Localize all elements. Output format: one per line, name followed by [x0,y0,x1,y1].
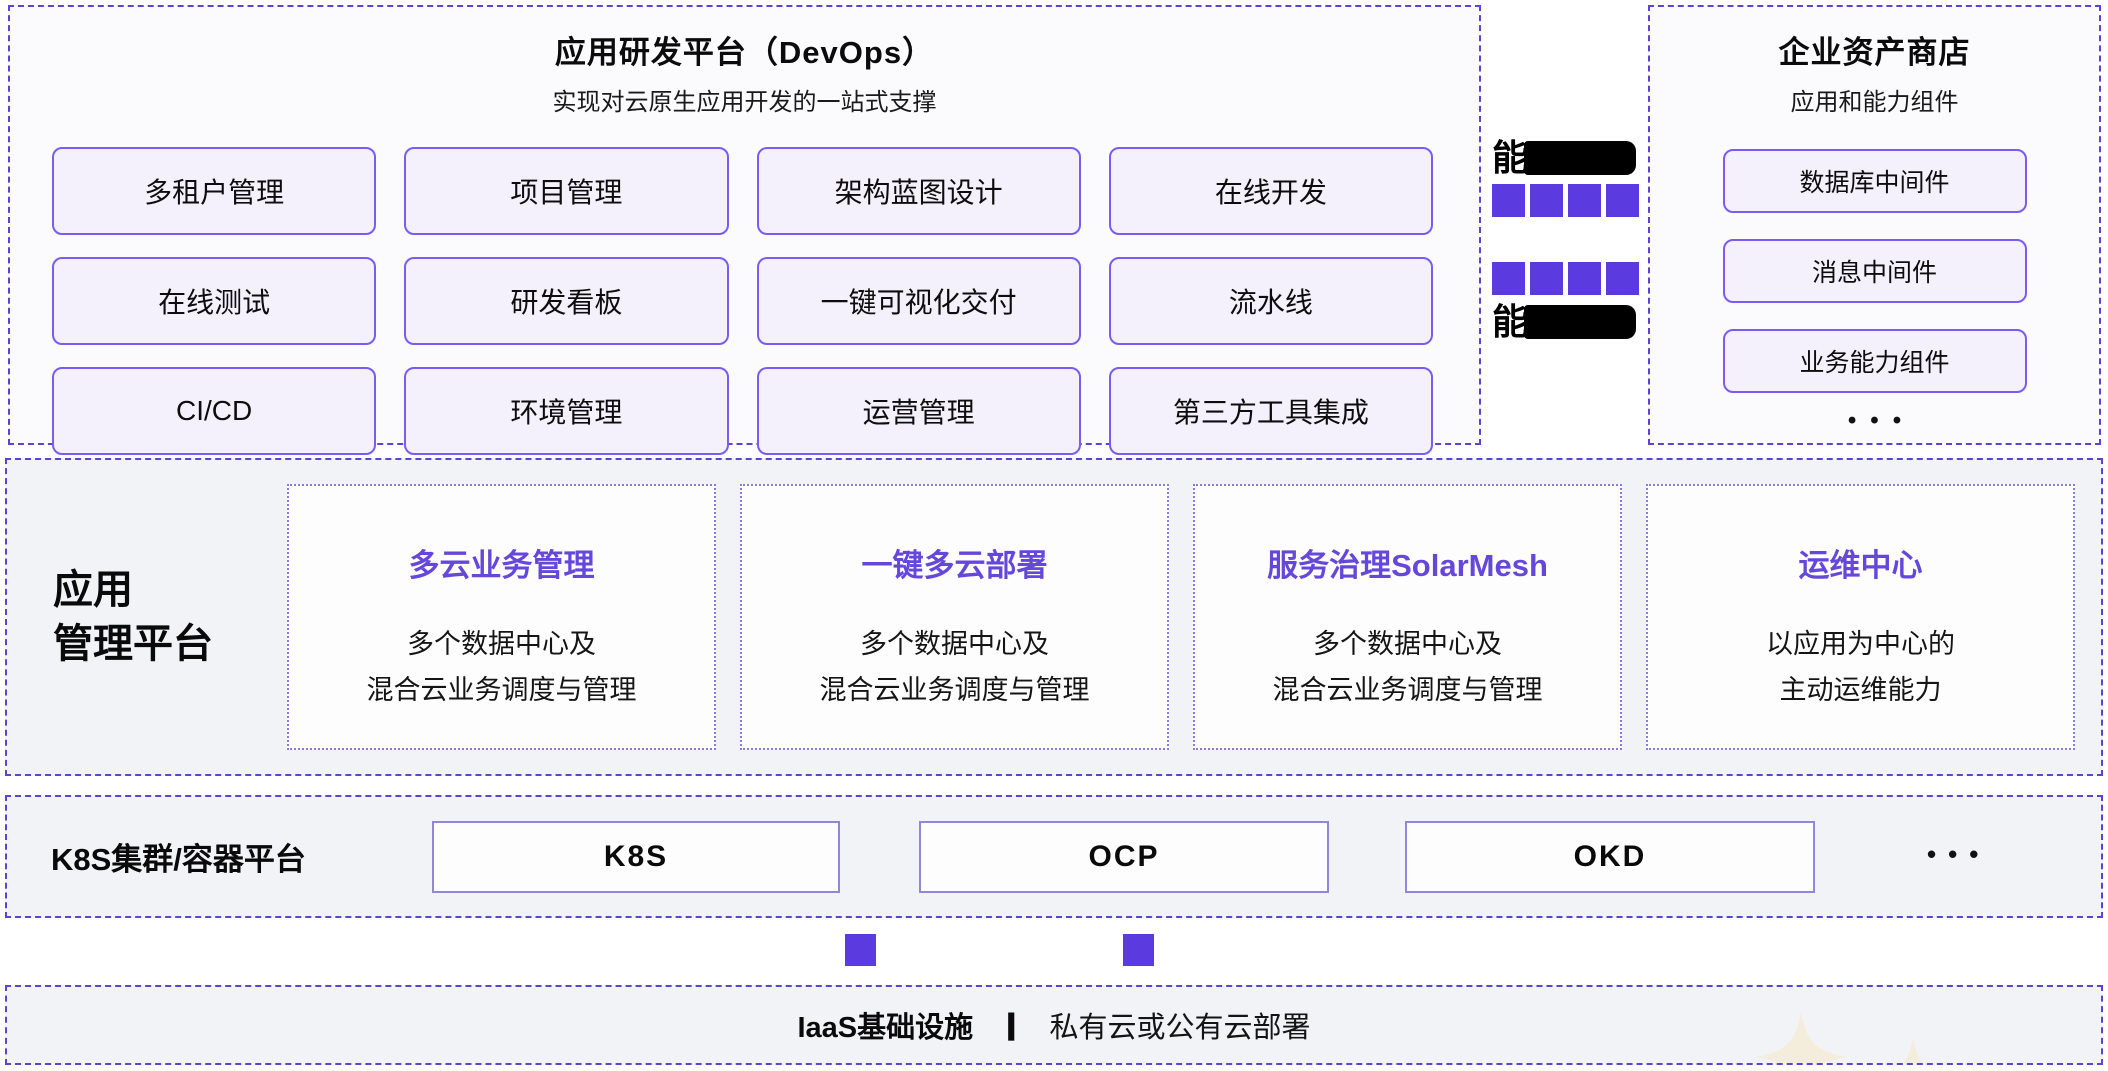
redacted-label-char: 能 [1492,301,1529,342]
asset-panel-title: 企业资产商店 [1778,35,1971,70]
asset-store-panel: 企业资产商店 应用和能力组件 数据库中间件 消息中间件 业务能力组件 ••• [1648,5,2101,445]
okd-box: OKD [1405,821,1815,893]
sparkle-icon [1903,1037,1923,1063]
feature-chip-env-mgmt: 环境管理 [404,367,729,455]
iaas-subtitle: 私有云或公有云部署 [1049,1012,1311,1044]
redacted-label-char: 能 [1492,137,1529,178]
card-desc-line1: 以应用为中心的 [1766,629,1955,659]
more-dots: ••• [1927,838,1991,869]
feature-chip-ops-mgmt: 运营管理 [756,367,1081,455]
card-desc-line1: 多个数据中心及 [407,629,596,659]
block-icon [1530,262,1563,295]
block-icon [1568,184,1601,217]
block-icon [1123,934,1154,966]
k8s-band-label: K8S集群/容器平台 [51,842,306,877]
asset-chip-msg-middleware: 消息中间件 [1722,239,2027,303]
card-solarmesh: 服务治理SolarMesh 多个数据中心及 混合云业务调度与管理 [1193,484,1622,750]
app-management-band: 应用 管理平台 多云业务管理 多个数据中心及 混合云业务调度与管理 一键多云部署… [5,458,2103,776]
feature-chip-multi-tenant: 多租户管理 [52,147,377,235]
card-onekey-deploy: 一键多云部署 多个数据中心及 混合云业务调度与管理 [740,484,1169,750]
asset-list: 数据库中间件 消息中间件 业务能力组件 [1650,149,2099,393]
card-desc-line2: 混合云业务调度与管理 [819,675,1090,705]
card-desc-line1: 多个数据中心及 [860,629,1049,659]
card-title: 运维中心 [1798,548,1923,583]
asset-panel-subtitle: 应用和能力组件 [1790,89,1959,116]
card-desc-line2: 主动运维能力 [1779,675,1942,705]
card-title: 多云业务管理 [408,548,595,583]
card-desc-line2: 混合云业务调度与管理 [366,675,637,705]
app-management-label-line1: 应用 [53,568,133,612]
card-title: 一键多云部署 [861,548,1048,583]
connector-square-row [1492,184,1639,217]
card-multicloud-biz: 多云业务管理 多个数据中心及 混合云业务调度与管理 [287,484,716,750]
k8s-container-band: K8S集群/容器平台 K8S OCP OKD ••• [5,795,2103,918]
card-title: 服务治理SolarMesh [1267,548,1548,583]
block-icon [1606,262,1639,295]
asset-chip-biz-component: 业务能力组件 [1722,329,2027,393]
card-desc-line1: 多个数据中心及 [1313,629,1502,659]
devops-panel-title: 应用研发平台（DevOps） [554,35,935,70]
k8s-box: K8S [432,821,840,893]
card-desc-line2: 混合云业务调度与管理 [1272,675,1543,705]
feature-chip-arch-blueprint: 架构蓝图设计 [756,147,1081,235]
app-management-cards: 多云业务管理 多个数据中心及 混合云业务调度与管理 一键多云部署 多个数据中心及… [287,484,2075,750]
iaas-band: IaaS基础设施 | 私有云或公有云部署 [5,985,2103,1065]
block-icon [1492,184,1525,217]
redacted-label: 能 [1492,301,1637,342]
block-icon [1530,184,1563,217]
redacted-label: 能 [1492,137,1637,178]
iaas-separator: | [1004,1008,1019,1041]
block-icon [1492,262,1525,295]
feature-chip-3rd-party: 第三方工具集成 [1108,367,1433,455]
app-management-label: 应用 管理平台 [7,563,287,671]
block-icon [845,934,876,966]
feature-chip-rd-board: 研发看板 [404,257,729,345]
redacted-bar [1524,305,1637,339]
feature-chip-online-dev: 在线开发 [1108,147,1433,235]
app-management-label-line2: 管理平台 [53,622,213,666]
devops-feature-grid: 多租户管理 项目管理 架构蓝图设计 在线开发 在线测试 研发看板 一键可视化交付… [10,117,1479,455]
block-icon [1606,184,1639,217]
block-icon [1568,262,1601,295]
devops-panel-subtitle: 实现对云原生应用开发的一站式支撑 [552,89,937,116]
more-dots: ••• [1847,407,1916,434]
iaas-title: IaaS基础设施 [797,1012,974,1044]
ocp-box: OCP [919,821,1329,893]
card-description: 多个数据中心及 混合云业务调度与管理 [1273,621,1543,713]
feature-chip-online-test: 在线测试 [52,257,377,345]
card-ops-center: 运维中心 以应用为中心的 主动运维能力 [1646,484,2075,750]
card-description: 以应用为中心的 主动运维能力 [1766,621,1955,713]
feature-chip-visual-deliver: 一键可视化交付 [756,257,1081,345]
redacted-bar [1524,141,1637,175]
feature-chip-pipeline: 流水线 [1108,257,1433,345]
asset-chip-db-middleware: 数据库中间件 [1722,149,2027,213]
feature-chip-cicd: CI/CD [52,367,377,455]
connector-square-row [1492,262,1639,295]
devops-platform-panel: 应用研发平台（DevOps） 实现对云原生应用开发的一站式支撑 多租户管理 项目… [8,5,1481,455]
card-description: 多个数据中心及 混合云业务调度与管理 [820,621,1090,713]
feature-chip-project-mgmt: 项目管理 [404,147,729,235]
card-description: 多个数据中心及 混合云业务调度与管理 [367,621,637,713]
sparkle-icon [1755,1011,1847,1063]
